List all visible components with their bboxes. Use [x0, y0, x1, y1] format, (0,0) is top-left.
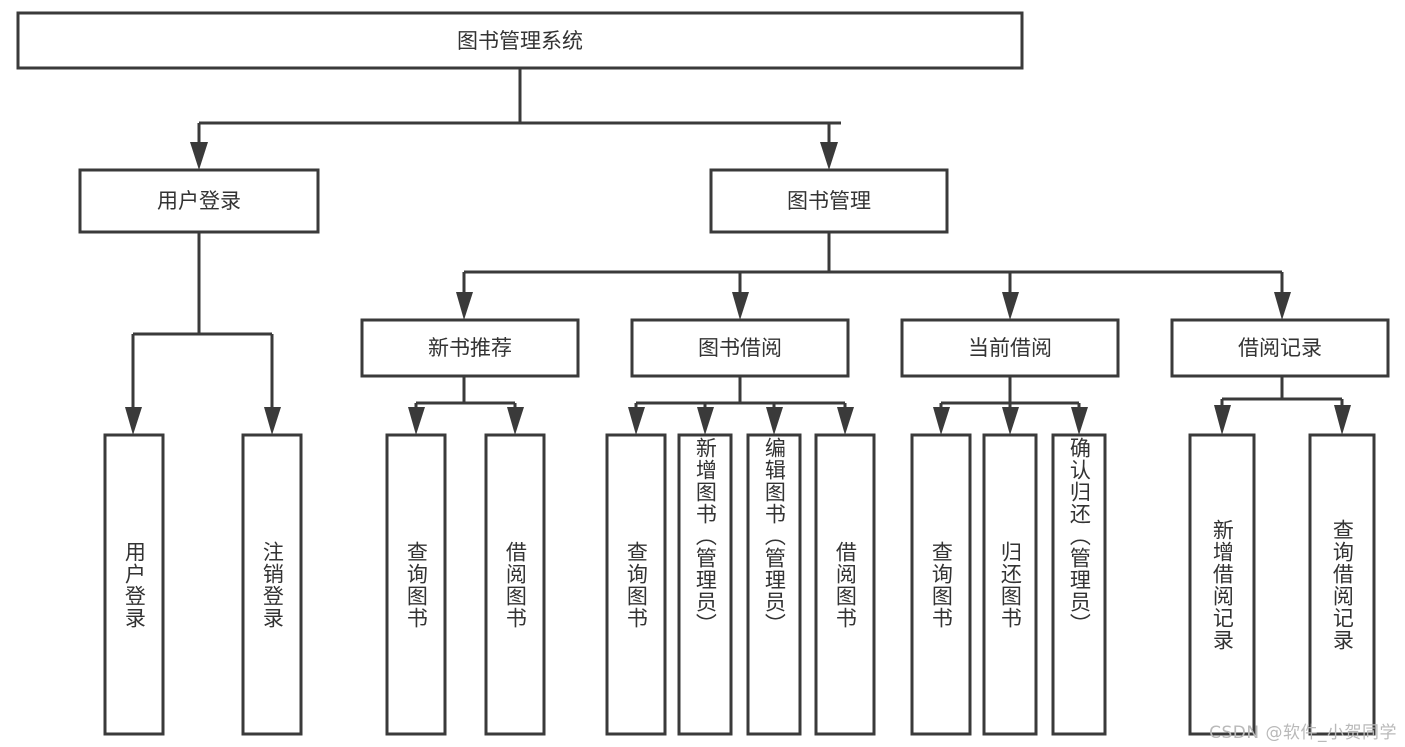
leaf-box-book-borrow-4[interactable]: [814, 433, 876, 736]
node-book-borrow[interactable]: 图书借阅: [630, 318, 850, 378]
node-book-management-box[interactable]: [709, 168, 949, 234]
connector-currentborrow-to-leaves: [933, 376, 1088, 435]
leaf-box-book-borrow-2[interactable]: [677, 433, 733, 736]
node-borrow-record-box[interactable]: [1170, 318, 1390, 378]
connector-newbook-to-leaves: [408, 376, 524, 435]
arrow-head-borrowrecord-leaf-1: [1214, 405, 1231, 435]
node-borrow-record[interactable]: 借阅记录: [1170, 318, 1390, 378]
node-root-label: 图书管理系统: [457, 29, 583, 53]
arrow-head-book-borrow: [732, 292, 749, 320]
node-user-login[interactable]: 用户登录: [78, 168, 320, 234]
node-borrow-record-label: 借阅记录: [1238, 336, 1322, 360]
leaf-box-current-borrow-2[interactable]: [982, 433, 1038, 736]
node-current-borrow[interactable]: 当前借阅: [900, 318, 1120, 378]
connector-borrowrecord-to-leaves: [1214, 376, 1351, 435]
arrow-head-bookborrow-leaf-1: [628, 407, 645, 435]
arrow-head-borrowrecord-leaf-2: [1334, 405, 1351, 435]
arrow-head-newbook-leaf-2: [507, 407, 524, 435]
node-new-book-recommend-box[interactable]: [360, 318, 580, 378]
node-current-borrow-label: 当前借阅: [968, 336, 1052, 360]
leaf-box-book-borrow-1[interactable]: [605, 433, 667, 736]
arrow-head-currentborrow-leaf-2: [1002, 407, 1019, 435]
leaf-box-new-book-1[interactable]: [385, 433, 447, 736]
arrow-head-book-mgmt: [820, 142, 838, 170]
leaf-box-borrow-record-1[interactable]: [1188, 433, 1256, 736]
arrow-head-newbook-leaf-1: [408, 407, 425, 435]
connector-root-to-level2: [190, 68, 841, 170]
node-user-login-box[interactable]: [78, 168, 320, 234]
leaf-box-current-borrow-3[interactable]: [1051, 433, 1107, 736]
node-user-login-label: 用户登录: [157, 189, 241, 213]
csdn-watermark: CSDN @软件_小贺同学: [1209, 723, 1397, 743]
arrow-head-new-book: [456, 292, 473, 320]
arrow-head-current-borrow: [1002, 292, 1019, 320]
connector-bookmgmt-to-level3: [456, 232, 1291, 320]
node-root[interactable]: 图书管理系统: [16, 11, 1024, 70]
node-root-box[interactable]: [16, 11, 1024, 70]
leaf-box-book-borrow-3[interactable]: [746, 433, 802, 736]
node-current-borrow-box[interactable]: [900, 318, 1120, 378]
leaf-box-new-book-2[interactable]: [484, 433, 546, 736]
node-book-borrow-label: 图书借阅: [698, 336, 782, 360]
connector-bookborrow-to-leaves: [628, 376, 854, 435]
arrow-head-bookborrow-leaf-4: [837, 407, 854, 435]
leaf-box-current-borrow-1[interactable]: [910, 433, 972, 736]
arrow-head-bookborrow-leaf-3: [766, 407, 783, 435]
arrow-head-userlogin-leaf-2: [264, 407, 281, 435]
arrow-head-bookborrow-leaf-2: [697, 407, 714, 435]
node-book-management-label: 图书管理: [787, 189, 871, 213]
node-book-management[interactable]: 图书管理: [709, 168, 949, 234]
connector-userlogin-to-leaves: [125, 232, 281, 435]
arrow-head-user-login: [190, 142, 208, 170]
arrow-head-currentborrow-leaf-3: [1071, 407, 1088, 435]
node-new-book-recommend[interactable]: 新书推荐: [360, 318, 580, 378]
leaf-box-user-login-2[interactable]: [241, 433, 303, 736]
arrow-head-borrow-record: [1274, 292, 1291, 320]
arrow-head-currentborrow-leaf-1: [933, 407, 950, 435]
node-book-borrow-box[interactable]: [630, 318, 850, 378]
arrow-head-userlogin-leaf-1: [125, 407, 142, 435]
node-new-book-recommend-label: 新书推荐: [428, 336, 512, 360]
leaf-box-user-login-1[interactable]: [103, 433, 165, 736]
leaf-box-borrow-record-2[interactable]: [1308, 433, 1376, 736]
